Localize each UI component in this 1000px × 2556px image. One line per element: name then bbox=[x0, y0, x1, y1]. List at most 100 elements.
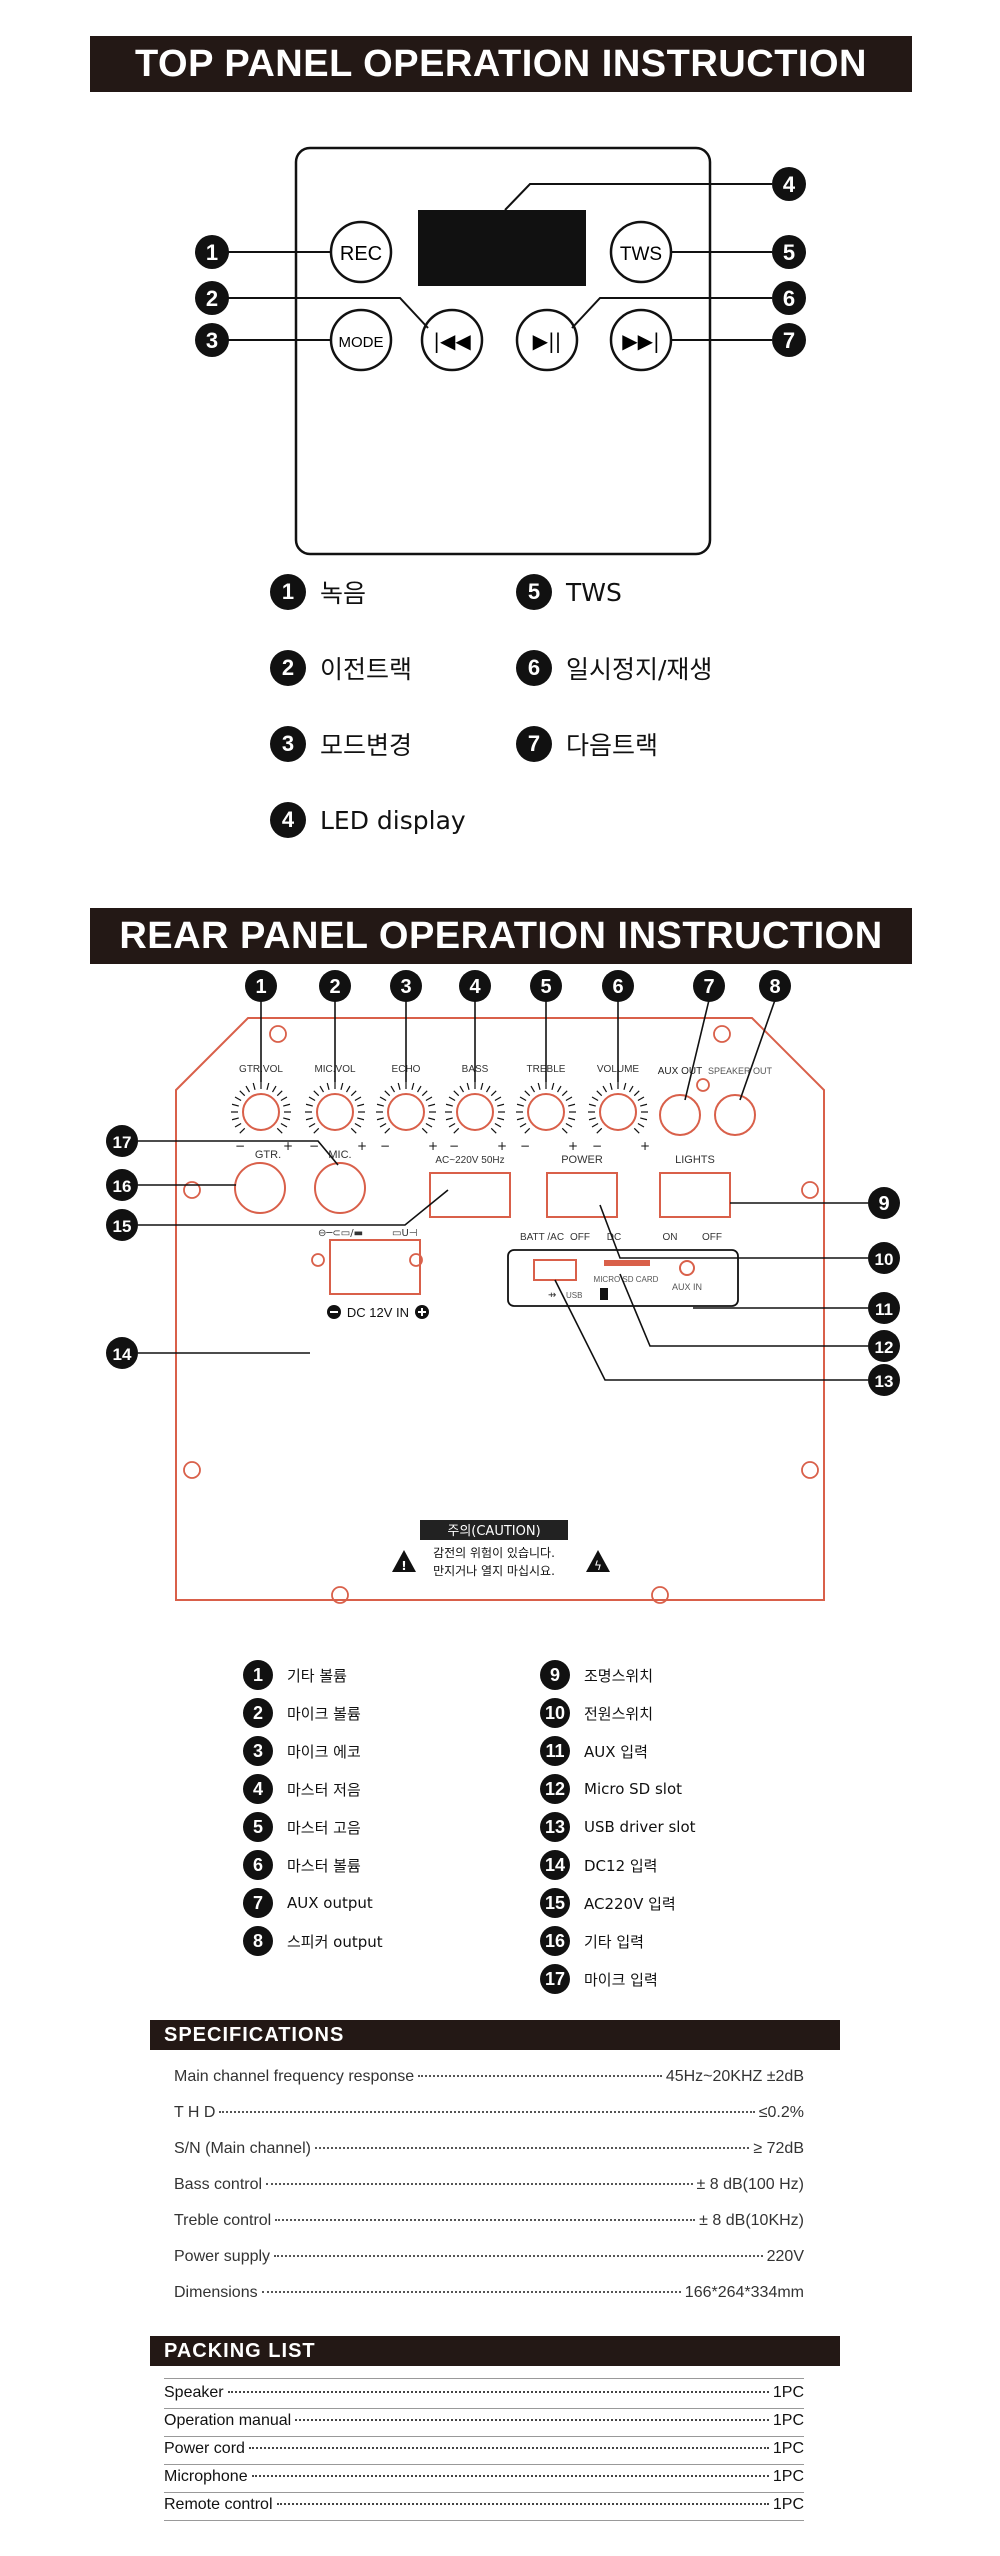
lights-label: LIGHTS bbox=[675, 1154, 715, 1166]
svg-text:16: 16 bbox=[113, 1177, 132, 1196]
svg-text:15: 15 bbox=[113, 1217, 132, 1236]
speaker-out-label: SPEAKER OUT bbox=[708, 1066, 773, 1076]
caution-line1: 감전의 위험이 있습니다. bbox=[433, 1546, 555, 1560]
svg-text:5: 5 bbox=[540, 976, 551, 998]
tws-label: TWS bbox=[620, 244, 662, 265]
knob-1 bbox=[242, 1093, 280, 1131]
top-panel-diagram: REC TWS MODE |◀◀ ▶|| ▶▶| 1 2 3 4 5 6 7 bbox=[195, 146, 806, 556]
svg-text:10: 10 bbox=[875, 1250, 894, 1269]
knob-5 bbox=[527, 1093, 565, 1131]
svg-text:4: 4 bbox=[783, 172, 796, 197]
svg-text:3: 3 bbox=[206, 328, 218, 353]
top-panel-title: TOP PANEL OPERATION INSTRUCTION bbox=[90, 36, 912, 92]
svg-text:8: 8 bbox=[769, 976, 780, 998]
play-pause-button bbox=[515, 308, 579, 372]
svg-text:+: + bbox=[428, 1139, 438, 1153]
packing-list-header: PACKING LIST bbox=[150, 2336, 840, 2366]
svg-text:6: 6 bbox=[612, 976, 623, 998]
svg-text:3: 3 bbox=[400, 976, 411, 998]
gtr-label: GTR. bbox=[255, 1149, 281, 1161]
batt-ac-label: BATT /AC bbox=[520, 1232, 564, 1243]
svg-text:1: 1 bbox=[206, 240, 218, 265]
svg-text:11: 11 bbox=[875, 1300, 893, 1319]
packing-divider bbox=[164, 2378, 804, 2379]
aux-out-label: AUX OUT bbox=[658, 1066, 702, 1077]
knob-3 bbox=[387, 1093, 425, 1131]
svg-text:14: 14 bbox=[113, 1345, 132, 1364]
svg-text:ϟ: ϟ bbox=[594, 1559, 602, 1573]
svg-text:17: 17 bbox=[113, 1133, 132, 1152]
svg-text:−: − bbox=[380, 1139, 390, 1153]
prev-icon: |◀◀ bbox=[433, 329, 471, 353]
svg-text:+: + bbox=[283, 1139, 293, 1153]
lights-off-label: OFF bbox=[702, 1232, 722, 1243]
rear-panel-title: REAR PANEL OPERATION INSTRUCTION bbox=[90, 908, 912, 964]
svg-text:1: 1 bbox=[255, 976, 266, 998]
specifications-header: SPECIFICATIONS bbox=[150, 2020, 840, 2050]
micro-sd-label: MICRO SD CARD bbox=[594, 1275, 659, 1284]
rec-label: REC bbox=[340, 243, 382, 265]
spec-row: Treble control± 8 dB(10KHz) bbox=[174, 2212, 804, 2229]
led-display bbox=[418, 210, 586, 286]
svg-text:−: − bbox=[235, 1139, 245, 1153]
dc-in-label: DC 12V IN bbox=[347, 1305, 409, 1320]
power-off-label: OFF bbox=[570, 1232, 590, 1243]
svg-text:+: + bbox=[640, 1139, 650, 1153]
next-icon: ▶▶| bbox=[622, 329, 660, 353]
caution-line2: 만지거나 열지 마십시요. bbox=[433, 1564, 555, 1578]
svg-text:7: 7 bbox=[783, 328, 795, 353]
svg-text:⇸: ⇸ bbox=[548, 1290, 556, 1301]
svg-text:!: ! bbox=[401, 1559, 406, 1573]
lights-on-label: ON bbox=[663, 1232, 678, 1243]
svg-text:+: + bbox=[357, 1139, 367, 1153]
mic-label: MIC. bbox=[328, 1149, 351, 1161]
svg-text:5: 5 bbox=[783, 240, 795, 265]
svg-text:4: 4 bbox=[469, 976, 481, 998]
svg-text:+: + bbox=[497, 1139, 507, 1153]
svg-text:−: − bbox=[449, 1139, 459, 1153]
svg-text:▭U⊣: ▭U⊣ bbox=[392, 1228, 417, 1239]
rear-panel-diagram: GTR.VOL−+MIC.VOL−+ECHO−+BASS−+TREBLE−+VO… bbox=[106, 970, 900, 1604]
svg-text:+: + bbox=[568, 1139, 578, 1153]
usb-label: USB bbox=[566, 1291, 582, 1300]
spec-row: T H D≤0.2% bbox=[174, 2104, 804, 2121]
svg-text:−: − bbox=[309, 1139, 319, 1153]
svg-text:⊖─⊂▭/▬: ⊖─⊂▭/▬ bbox=[318, 1228, 363, 1239]
svg-text:−: − bbox=[592, 1139, 602, 1153]
top-panel-body bbox=[294, 146, 712, 556]
svg-text:9: 9 bbox=[878, 1193, 889, 1215]
svg-text:−: − bbox=[520, 1139, 530, 1153]
prev-button bbox=[420, 308, 484, 372]
aux-in-label: AUX IN bbox=[672, 1282, 702, 1292]
caution-title: 주의(CAUTION) bbox=[447, 1524, 540, 1539]
ac-label: AC~220V 50Hz bbox=[435, 1155, 504, 1166]
spec-row: Bass control± 8 dB(100 Hz) bbox=[174, 2176, 804, 2193]
svg-text:6: 6 bbox=[783, 286, 795, 311]
dc-label: DC bbox=[607, 1232, 621, 1243]
